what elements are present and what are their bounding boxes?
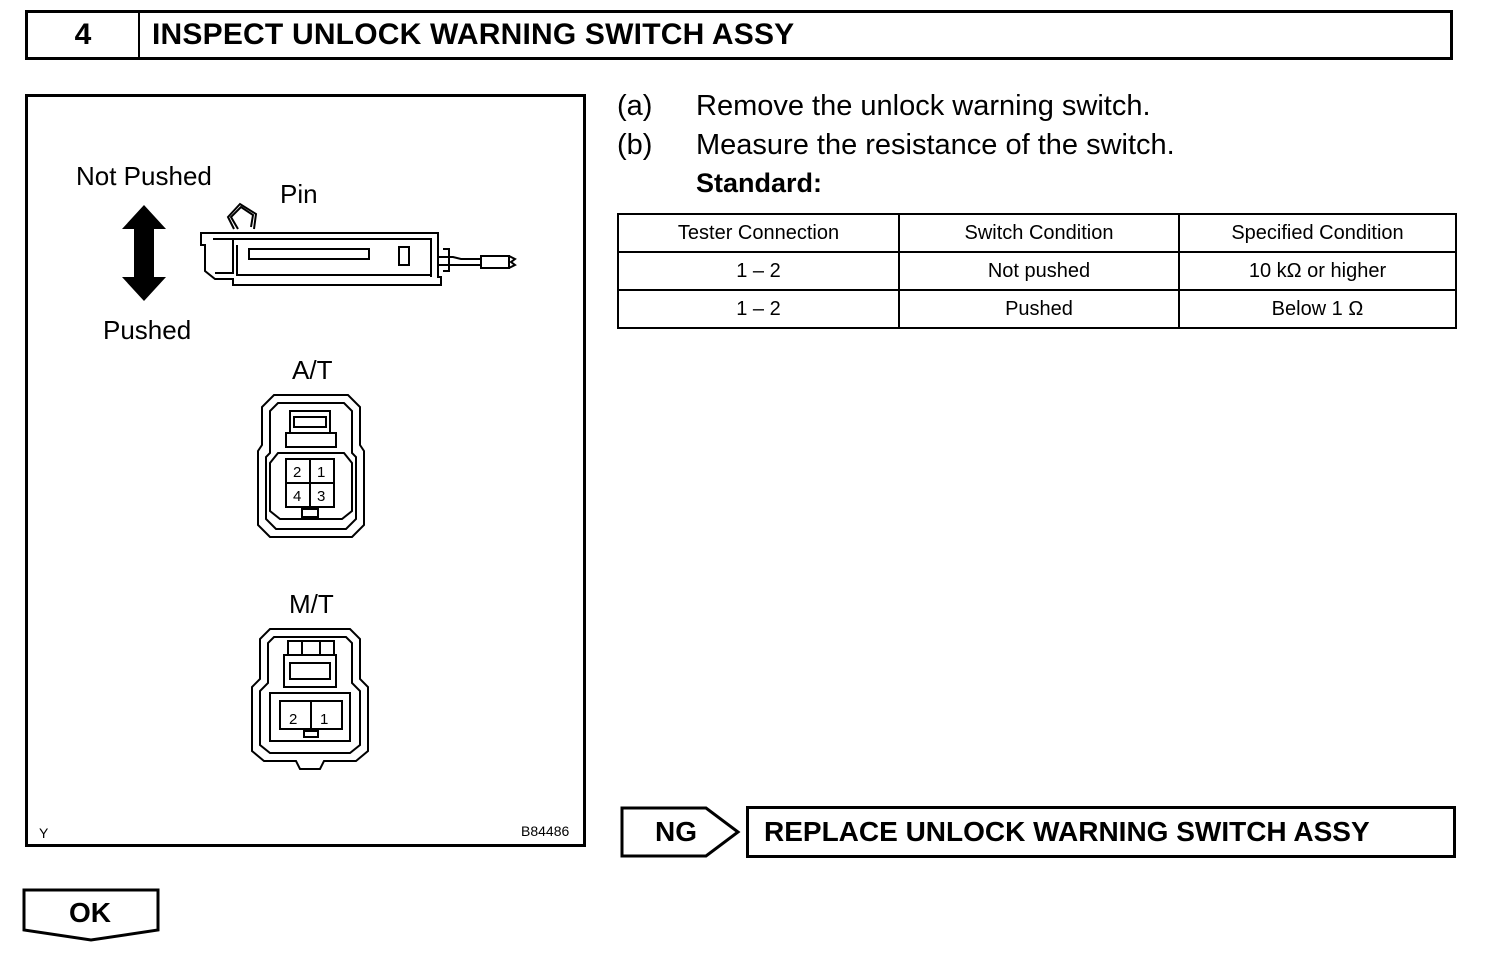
instruction-b-text: Measure the resistance of the switch.: [696, 129, 1175, 161]
not-pushed-label: Not Pushed: [76, 161, 212, 191]
table-row: 1 – 2 Not pushed 10 kΩ or higher: [617, 251, 1457, 291]
at-connector: [257, 394, 365, 538]
table-cell: 1 – 2: [617, 289, 900, 329]
instruction-a-text: Remove the unlock warning switch.: [696, 90, 1151, 122]
at-pin-3: 3: [317, 488, 326, 505]
at-pin-1: 1: [317, 464, 326, 481]
double-arrow-icon: [122, 205, 166, 301]
table-row: 1 – 2 Pushed Below 1 Ω: [617, 289, 1457, 329]
col-switch-condition: Switch Condition: [898, 213, 1180, 253]
ok-label: OK: [69, 897, 111, 928]
pushed-label: Pushed: [103, 315, 192, 345]
table-header-row: Tester Connection Switch Condition Speci…: [617, 213, 1457, 253]
switch-side-view: [200, 202, 517, 286]
step-number: 4: [28, 13, 140, 57]
mt-pin-2: 2: [289, 711, 298, 728]
at-pin-2: 2: [293, 464, 302, 481]
step-title: INSPECT UNLOCK WARNING SWITCH ASSY: [152, 18, 795, 51]
corner-letter: Y: [39, 825, 49, 841]
pin-label: Pin: [280, 179, 318, 209]
table-cell: 10 kΩ or higher: [1178, 251, 1457, 291]
step-header: 4 INSPECT UNLOCK WARNING SWITCH ASSY: [25, 10, 1453, 60]
table-cell: Not pushed: [898, 251, 1180, 291]
mt-pin-1: 1: [320, 711, 329, 728]
col-tester-connection: Tester Connection: [617, 213, 900, 253]
col-specified-condition: Specified Condition: [1178, 213, 1457, 253]
ng-arrow-box: [620, 806, 741, 858]
table-cell: 1 – 2: [617, 251, 900, 291]
instruction-a-letter: (a): [617, 90, 653, 122]
spec-table: Tester Connection Switch Condition Speci…: [617, 213, 1457, 329]
instruction-b-letter: (b): [617, 129, 653, 161]
mt-connector: [251, 628, 369, 770]
ng-label: NG: [655, 816, 697, 847]
table-cell: Pushed: [898, 289, 1180, 329]
at-pin-4: 4: [293, 488, 302, 505]
at-label: A/T: [292, 355, 333, 385]
figure-panel: Not Pushed Pin Pushed A/T M/T Y B84486: [25, 94, 586, 847]
mt-label: M/T: [289, 589, 334, 619]
standard-label: Standard:: [696, 168, 823, 198]
ng-action-box: REPLACE UNLOCK WARNING SWITCH ASSY: [746, 806, 1456, 858]
ok-arrow-box: [22, 888, 160, 942]
table-cell: Below 1 Ω: [1178, 289, 1457, 329]
figure-code: B84486: [521, 823, 570, 839]
